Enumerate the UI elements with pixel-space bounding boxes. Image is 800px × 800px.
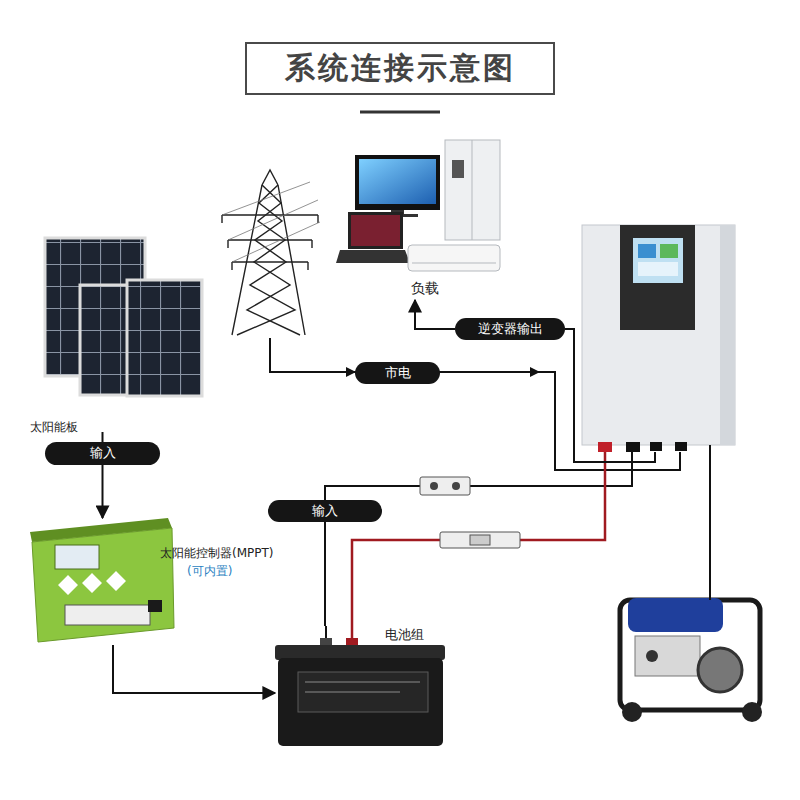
fuse [452,482,460,490]
inverter [633,238,683,283]
node-text: 太阳能板 [30,421,78,435]
appliances [336,140,500,271]
mppt-controller-body [55,545,99,569]
generator [698,648,742,692]
battery-bank: 电池组 [275,626,450,748]
mppt-controller-body [58,571,126,595]
appliances [355,155,440,210]
inverter [582,225,735,452]
connector [415,300,455,329]
battery [275,638,445,746]
battery [298,672,428,712]
appliances [336,250,410,263]
appliances [445,140,500,240]
inverter [582,225,735,445]
power-tower [222,215,318,270]
connector [102,432,104,442]
fuse [440,532,520,548]
inverter [660,244,678,258]
appliances [359,159,436,204]
power-tower [237,185,295,335]
connector [113,645,275,693]
fuse [420,477,470,495]
wire [325,452,632,500]
node-text: 负载 [411,280,439,296]
inverter [598,442,612,452]
diagram-title: 系统连接示意图 [245,42,555,95]
mppt-controller-body [32,528,174,642]
wire [709,445,711,600]
power-tower [222,170,320,335]
mppt-controller-body [30,518,174,642]
battery [275,645,445,660]
mppt-controller: 太阳能控制器(MPPT) (可内置) [20,518,295,645]
wire [270,338,680,470]
generator [628,598,723,632]
generator [622,702,642,722]
inverter [675,442,687,451]
generator [742,702,762,722]
appliances [348,212,403,249]
power-tower [262,170,278,185]
generator [635,636,700,676]
inverter [620,225,695,330]
title-underline [360,111,440,114]
flow-arrowhead [530,367,540,377]
wire [352,452,605,638]
node-text: (可内置) [187,565,232,579]
generator [646,650,658,662]
node-text: 电池组 [385,628,424,643]
power-tower [222,182,320,262]
appliances [472,140,473,240]
appliances [351,215,400,246]
battery [278,658,443,746]
inverter [638,262,678,276]
load-group: 负载 [335,135,507,300]
solar-panel-array: 太阳能板 [28,232,208,432]
solar-panel [45,238,202,396]
appliances [408,245,500,271]
connector [324,522,326,626]
power-tower [247,185,300,335]
fuse [430,482,438,490]
inverter [638,244,656,258]
appliances [452,160,464,178]
wire [325,626,327,638]
generator [620,598,762,722]
node-text: 输入 [312,504,338,519]
power-tower [222,215,318,262]
wire [565,329,655,462]
label-pill: 输入 [45,442,160,465]
node-text: 太阳能控制器(MPPT) [160,547,274,561]
label-pill: 逆变器输出 [455,318,565,340]
title-underline [360,112,440,113]
mppt-controller-body [148,600,162,612]
inverter [650,442,662,451]
inverter [626,442,640,452]
mppt-controller-body [65,605,150,625]
wire [270,329,710,638]
node-text: 逆变器输出 [478,322,543,337]
node-text: 输入 [90,446,116,461]
node-text: 市电 [385,366,411,381]
connector [102,465,104,518]
fuse [420,477,520,548]
label-pill: 输入 [268,500,382,522]
appliances [412,263,496,264]
inverter [720,225,735,445]
solar-panel [127,280,202,396]
label-pill: 市电 [355,362,440,384]
battery [305,682,420,692]
fuse [470,535,490,545]
